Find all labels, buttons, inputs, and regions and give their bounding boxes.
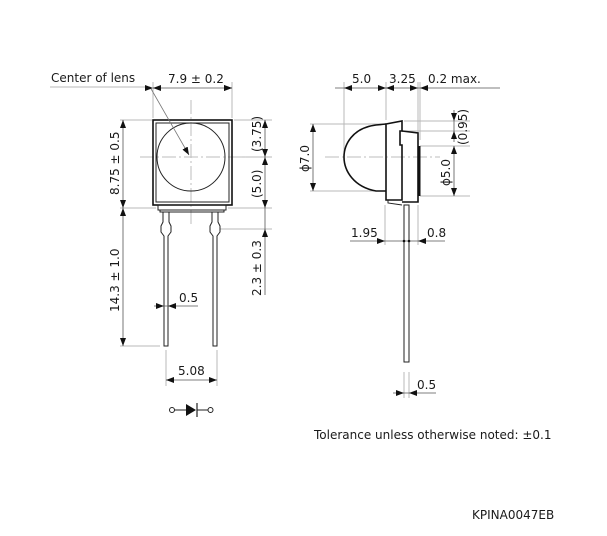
lens-depth-dimension: 5.0 bbox=[352, 72, 371, 86]
front-view: Center of lens 7.9 ± 0.2 8.75 ± 0.5 (3.7… bbox=[50, 71, 272, 386]
upper-center-dimension: (3.75) bbox=[250, 116, 264, 152]
back-max-dimension: 0.2 max. bbox=[428, 72, 481, 86]
side-view: 5.0 3.25 0.2 max. ϕ7.0 (0.95) ϕ5.0 1.95 … bbox=[298, 72, 500, 398]
drawing-id: KPINA0047EB bbox=[472, 508, 555, 522]
lead-pitch-dimension: 5.08 bbox=[178, 364, 205, 378]
height-dimension: 8.75 ± 0.5 bbox=[108, 132, 122, 196]
lead-thickness-dimension: 0.5 bbox=[417, 378, 436, 392]
lead-width-dimension: 0.5 bbox=[179, 291, 198, 305]
width-dimension: 7.9 ± 0.2 bbox=[168, 72, 224, 86]
lead-offset-left-dimension: 1.95 bbox=[351, 226, 378, 240]
center-of-lens-label: Center of lens bbox=[51, 71, 135, 85]
body-depth-dimension: 3.25 bbox=[389, 72, 416, 86]
lead-shoulder-dimension: 2.3 ± 0.3 bbox=[250, 240, 264, 296]
tolerance-note: Tolerance unless otherwise noted: ±0.1 bbox=[314, 428, 552, 442]
inner-diameter-dimension: ϕ5.0 bbox=[439, 159, 453, 186]
lens-diameter-dimension: ϕ7.0 bbox=[298, 145, 312, 172]
lead-length-dimension: 14.3 ± 1.0 bbox=[108, 249, 122, 313]
photodiode-symbol-icon bbox=[169, 403, 214, 417]
center-base-dimension: (5.0) bbox=[250, 170, 264, 198]
lead-offset-right-dimension: 0.8 bbox=[427, 226, 446, 240]
offset-dimension: (0.95) bbox=[456, 109, 470, 145]
